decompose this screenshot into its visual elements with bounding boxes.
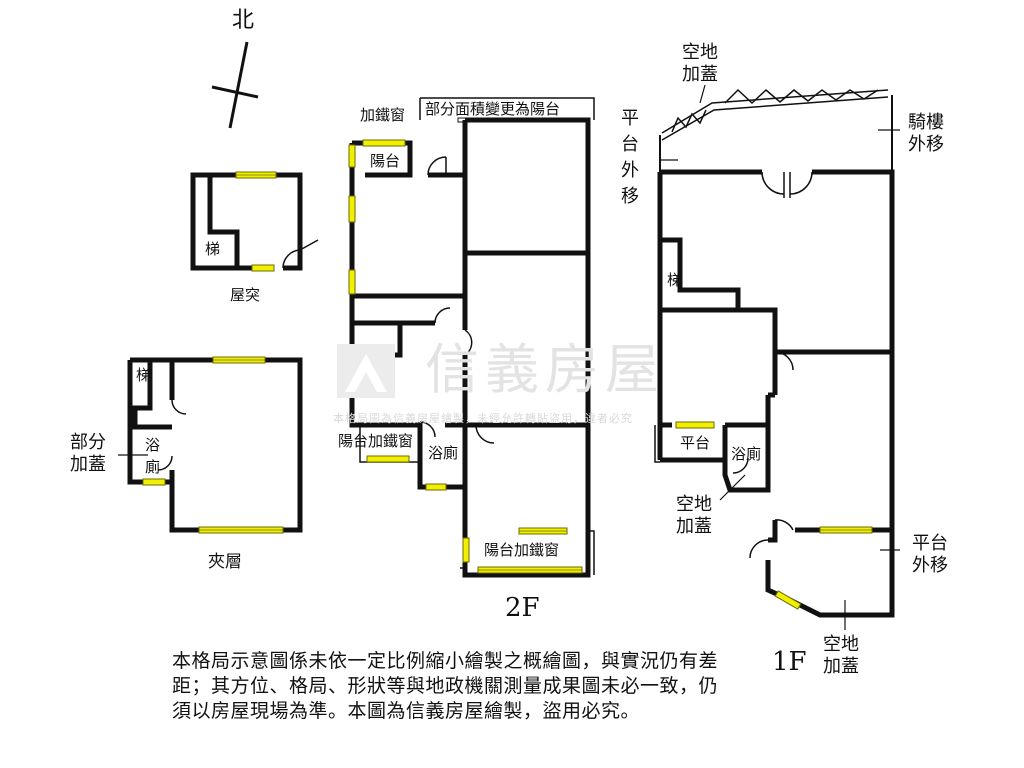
second-floor-plan — [349, 97, 595, 578]
f1-stair-label: 梯 — [667, 271, 683, 289]
f1-floor-label: 1F — [772, 647, 807, 677]
window-hatch — [199, 174, 872, 571]
f1-open-added-bottom-label: 空地 加蓋 — [823, 634, 859, 677]
f1-platform-shift-left-label: 平 台 外 移 — [621, 108, 639, 207]
mezzanine-label: 夾層 — [208, 552, 242, 572]
f2-floor-label: 2F — [505, 593, 540, 623]
f2-partial-changed-label: 部分面積變更為陽台 — [425, 100, 561, 118]
f2-balcony-iron-bottom-label: 陽台加鐵窗 — [484, 541, 560, 559]
brand-logo-icon — [337, 344, 395, 398]
compass-arrow — [211, 41, 259, 129]
watermark-brand-text: 信義房屋 — [425, 338, 665, 401]
disclaimer-notice: 本格局示意圖係未依一定比例縮小繪製之概繪圖，與實況仍有差距；其方位、格局、形狀等… — [172, 650, 719, 722]
f1-platform-label: 平台 — [680, 434, 711, 452]
roof-label: 屋突 — [230, 286, 261, 304]
f1-platform-shift-right-label: 平台 外移 — [912, 533, 948, 576]
mezzanine-bath-label: 浴 廁 — [145, 436, 161, 476]
mezzanine-stair-label: 梯 — [136, 366, 152, 384]
brand-watermark: 信義房屋 本格局圖為信義房屋繪製，未經允許轉貼盜用，違者必究 — [333, 338, 715, 425]
f2-balcony-iron-label: 陽台加鐵窗 — [338, 432, 414, 450]
f2-bath-label: 浴廁 — [428, 444, 459, 462]
watermark-sub-text: 本格局圖為信義房屋繪製，未經允許轉貼盜用，違者必究 — [333, 412, 633, 425]
north-label: 北 — [232, 8, 255, 33]
f2-iron-window-top-label: 加鐵窗 — [360, 106, 406, 124]
f1-open-added-mid-label: 空地 加蓋 — [676, 494, 712, 537]
f1-bath-label: 浴廁 — [731, 445, 762, 463]
f1-open-added-top-label: 空地 加蓋 — [682, 42, 718, 85]
roof-stair-label: 梯 — [205, 240, 221, 258]
f2-balcony-top-label: 陽台 — [370, 152, 401, 170]
mezzanine-partial-added-label: 部分 加蓋 — [70, 432, 106, 475]
leader-lines — [118, 84, 900, 630]
canopy-zigzag — [661, 88, 889, 141]
f1-arcade-shift-label: 騎樓 外移 — [908, 112, 944, 155]
